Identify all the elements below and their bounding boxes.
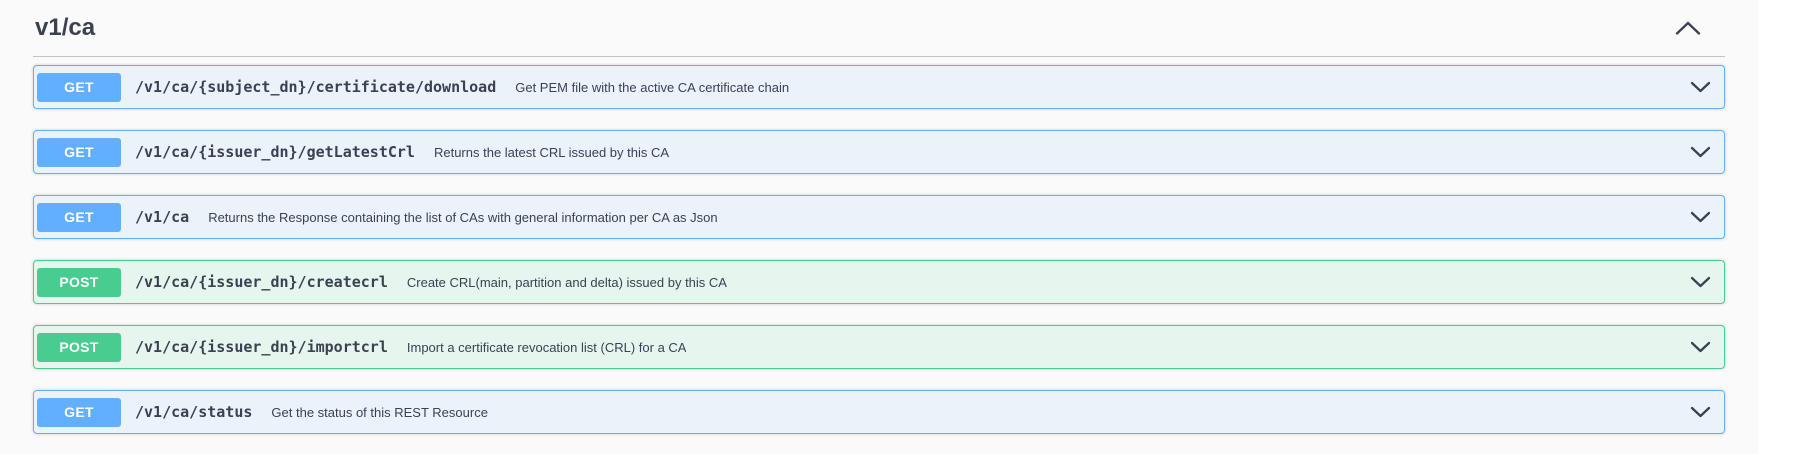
expand-operation-button[interactable] [1680, 81, 1711, 93]
operation-row-get-latest-crl[interactable]: GET /v1/ca/{issuer_dn}/getLatestCrl Retu… [33, 130, 1725, 174]
method-badge: POST [37, 332, 121, 362]
operation-path[interactable]: /v1/ca [135, 208, 190, 226]
operations-list: GET /v1/ca/{subject_dn}/certificate/down… [33, 65, 1725, 434]
chevron-down-icon [1690, 406, 1711, 418]
expand-operation-button[interactable] [1680, 146, 1711, 158]
operation-row-get-certificate-download[interactable]: GET /v1/ca/{subject_dn}/certificate/down… [33, 65, 1725, 109]
method-badge: GET [37, 202, 121, 232]
method-badge: GET [37, 397, 121, 427]
method-badge: GET [37, 137, 121, 167]
operation-path[interactable]: /v1/ca/{issuer_dn}/createcrl [135, 273, 388, 291]
section-title: v1/ca [35, 14, 96, 41]
operation-description: Returns the Response containing the list… [208, 209, 718, 225]
chevron-down-icon [1690, 341, 1711, 353]
chevron-up-icon [1675, 21, 1701, 35]
operation-row-post-createcrl[interactable]: POST /v1/ca/{issuer_dn}/createcrl Create… [33, 260, 1725, 304]
operation-description: Import a certificate revocation list (CR… [406, 339, 687, 355]
method-badge: POST [37, 267, 121, 297]
operation-row-get-status[interactable]: GET /v1/ca/status Get the status of this… [33, 390, 1725, 434]
expand-operation-button[interactable] [1680, 341, 1711, 353]
operation-description: Create CRL(main, partition and delta) is… [406, 274, 727, 290]
operation-path[interactable]: /v1/ca/{issuer_dn}/importcrl [135, 338, 388, 356]
operation-row-get-ca-list[interactable]: GET /v1/ca Returns the Response containi… [33, 195, 1725, 239]
operation-row-post-importcrl[interactable]: POST /v1/ca/{issuer_dn}/importcrl Import… [33, 325, 1725, 369]
chevron-down-icon [1690, 81, 1711, 93]
expand-operation-button[interactable] [1680, 406, 1711, 418]
chevron-down-icon [1690, 211, 1711, 223]
chevron-down-icon [1690, 276, 1711, 288]
swagger-container: v1/ca GET /v1/ca/{subject_dn}/certificat… [33, 0, 1725, 434]
operation-path[interactable]: /v1/ca/{issuer_dn}/getLatestCrl [135, 143, 415, 161]
operation-description: Returns the latest CRL issued by this CA [433, 144, 670, 160]
method-badge: GET [37, 72, 121, 102]
operation-description: Get the status of this REST Resource [271, 404, 488, 420]
section-header-v1ca[interactable]: v1/ca [33, 0, 1725, 57]
expand-operation-button[interactable] [1680, 211, 1711, 223]
operation-path[interactable]: /v1/ca/status [135, 403, 253, 421]
expand-operation-button[interactable] [1680, 276, 1711, 288]
operation-description: Get PEM file with the active CA certific… [515, 79, 790, 95]
operation-path[interactable]: /v1/ca/{subject_dn}/certificate/download [135, 78, 497, 96]
chevron-down-icon [1690, 146, 1711, 158]
collapse-section-button[interactable] [1675, 21, 1701, 35]
